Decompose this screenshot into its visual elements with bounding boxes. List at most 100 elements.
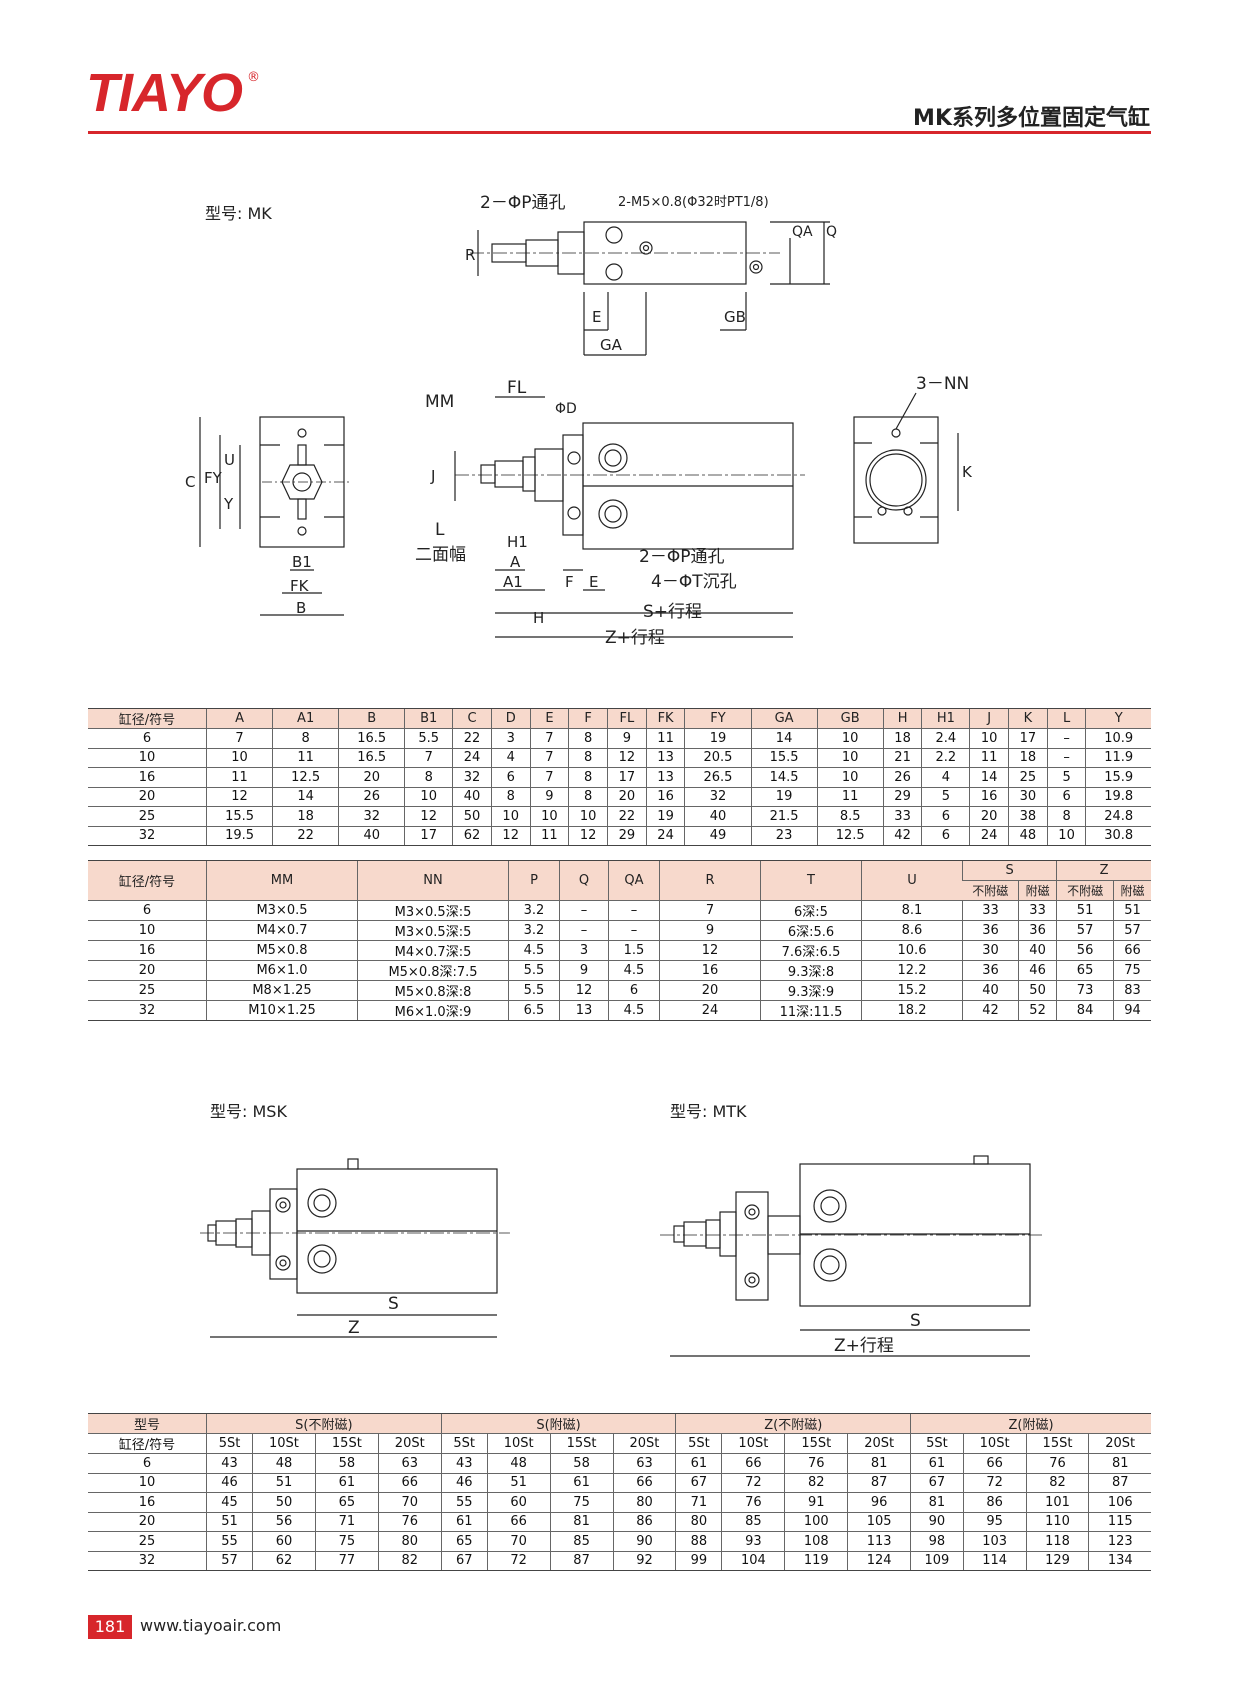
- table-cell: 94: [1112, 1000, 1151, 1021]
- table-cell: 134: [1088, 1551, 1151, 1571]
- table-cell: 66: [612, 1473, 676, 1493]
- table-cell: 12: [205, 787, 273, 807]
- table-cell: 58: [314, 1453, 379, 1474]
- table1-header-cell: Y: [1085, 708, 1151, 729]
- table-cell: 11: [645, 728, 685, 749]
- table-cell: 10.9: [1085, 728, 1151, 749]
- table-cell: 7: [529, 748, 569, 768]
- table-cell: 57: [1112, 920, 1151, 941]
- label-two-flat: 二面幅: [415, 545, 466, 565]
- table-cell: 29: [607, 826, 647, 846]
- table-cell: 57: [205, 1551, 253, 1571]
- table-cell: 29: [882, 787, 922, 807]
- msk-drawing: S Z: [200, 1158, 510, 1338]
- table-cell: 46: [440, 1473, 488, 1493]
- table-cell: 67: [440, 1551, 488, 1571]
- table-cell: 87: [549, 1551, 614, 1571]
- table-cell: 6: [921, 826, 970, 846]
- label-mm: MM: [425, 392, 454, 412]
- table1-header-cell: H1: [921, 708, 970, 729]
- table-cell: 19: [645, 806, 685, 827]
- table-cell: 8: [404, 767, 453, 788]
- table-cell: 9: [659, 920, 761, 941]
- table-cell: 8: [568, 767, 608, 788]
- label-b1: B1: [292, 553, 312, 571]
- model-label-msk: 型号: MSK: [210, 1102, 287, 1121]
- table-cell: 65: [314, 1492, 379, 1513]
- table2-header-cell: T: [760, 860, 862, 901]
- table3-stroke-header: 5St: [910, 1433, 964, 1454]
- table-cell: 40: [452, 787, 492, 807]
- website-url: www.tiayoair.com: [140, 1616, 282, 1635]
- table2-header-cell: QA: [608, 860, 660, 901]
- table-cell: 18: [272, 806, 339, 827]
- label-mtk-z-stroke: Z+行程: [834, 1336, 894, 1356]
- table1-header-cell: J: [969, 708, 1009, 729]
- table-cell: 51: [486, 1473, 551, 1493]
- table-cell: 85: [721, 1512, 785, 1532]
- table-cell: 36: [962, 960, 1019, 981]
- table-cell: 20: [88, 787, 207, 807]
- table-cell: 67: [910, 1473, 964, 1493]
- table-cell: 12.5: [816, 826, 884, 846]
- label-e: E: [592, 308, 601, 326]
- table-cell: 8: [490, 787, 531, 807]
- table-cell: 115: [1088, 1512, 1151, 1532]
- table-cell: 33: [962, 900, 1019, 921]
- table-cell: 8: [568, 728, 608, 749]
- table-cell: 40: [962, 980, 1019, 1001]
- table-cell: M10×1.25: [206, 1000, 358, 1021]
- label-p-through-side: 2－ΦP通孔: [639, 547, 724, 567]
- table3-stroke-header: 5St: [205, 1433, 253, 1454]
- table-cell: 20.5: [684, 748, 752, 768]
- label-k: K: [962, 463, 973, 481]
- table-cell: 70: [377, 1492, 442, 1513]
- table1-header-row: 缸径/符号 A A1 B B1 C D E F FL FK FY GA GB H…: [88, 708, 1151, 729]
- table-cell: 16.5: [338, 748, 405, 768]
- table-cell: 87: [847, 1473, 911, 1493]
- table3-stroke-header: 20St: [377, 1433, 442, 1454]
- brand-logo: TIAYO: [86, 63, 243, 123]
- table-cell: 24: [659, 1000, 761, 1021]
- label-qa: QA: [792, 224, 813, 240]
- table1-header-cell: E: [529, 708, 569, 729]
- table-cell: 63: [612, 1453, 676, 1474]
- table-cell: 55: [440, 1492, 488, 1513]
- table-cell: 8: [568, 748, 608, 768]
- table-cell: 90: [612, 1531, 676, 1552]
- table-cell: 81: [910, 1492, 964, 1513]
- table-cell: 32: [88, 826, 207, 846]
- table-cell: 22: [607, 806, 647, 827]
- table-cell: 15.2: [861, 980, 963, 1001]
- table-cell: 61: [440, 1512, 488, 1532]
- table3-stroke-header: 10St: [721, 1433, 785, 1454]
- table-cell: 56: [252, 1512, 316, 1532]
- table-cell: 26: [338, 787, 405, 807]
- table-cell: 12: [607, 748, 647, 768]
- label-c: C: [185, 473, 195, 491]
- table-cell: 20: [659, 980, 761, 1001]
- model-label-mk: 型号: MK: [205, 204, 272, 223]
- table-cell: 9: [559, 960, 609, 981]
- table-cell: 71: [675, 1492, 722, 1513]
- header-divider: [88, 131, 1151, 134]
- table-cell: 3: [490, 728, 531, 749]
- table3-stroke-header: 15St: [784, 1433, 848, 1454]
- table-cell: 19: [750, 787, 818, 807]
- table-cell: 11: [529, 826, 569, 846]
- mk-rear-view-drawing: 3－NN K: [853, 374, 973, 544]
- table-cell: 40: [684, 806, 752, 827]
- table-cell: 81: [549, 1512, 614, 1532]
- table1-header-cell: F: [568, 708, 608, 729]
- table-cell: 61: [675, 1453, 722, 1474]
- mtk-drawing: S Z+行程: [660, 1155, 1045, 1357]
- table-cell: 8: [272, 728, 339, 749]
- table-cell: 10.6: [861, 940, 963, 961]
- table-cell: 4: [921, 767, 970, 788]
- table-cell: 88: [675, 1531, 722, 1552]
